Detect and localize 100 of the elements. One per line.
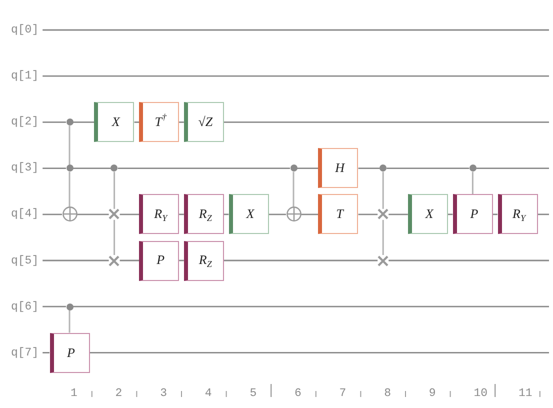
wire bbox=[42, 214, 62, 216]
wire bbox=[42, 260, 109, 262]
wire bbox=[42, 122, 66, 123]
wire bbox=[179, 122, 184, 123]
gate-label: H bbox=[335, 161, 344, 176]
wire bbox=[73, 122, 94, 123]
qubit-label: q[3] bbox=[11, 162, 39, 174]
gate-label: P bbox=[67, 346, 75, 360]
gate-box bbox=[50, 332, 90, 373]
gate-label: √Z bbox=[198, 115, 213, 130]
gate-label: R$_{Z}$ bbox=[198, 253, 212, 268]
wire bbox=[224, 260, 378, 262]
gate-box bbox=[318, 194, 358, 234]
gate-label: X bbox=[112, 115, 120, 130]
qubit-label: q[1] bbox=[11, 70, 39, 82]
column-number: 7 bbox=[339, 388, 346, 400]
wire bbox=[179, 214, 184, 216]
gate-label: R$_{Y}$ bbox=[512, 207, 526, 222]
qubit-label: q[4] bbox=[11, 208, 39, 220]
qubit-label: q[2] bbox=[11, 116, 39, 128]
wire bbox=[448, 214, 453, 216]
qubit-label: q[7] bbox=[11, 346, 39, 358]
wire bbox=[42, 168, 66, 169]
control-line bbox=[114, 220, 116, 255]
column-number: 3 bbox=[160, 388, 167, 400]
control-line bbox=[68, 172, 70, 207]
control-dot-icon bbox=[469, 164, 476, 172]
wire bbox=[386, 168, 470, 169]
wire bbox=[42, 75, 549, 77]
gate-box bbox=[408, 194, 448, 234]
column-number: 1 bbox=[70, 388, 78, 400]
gate-box bbox=[228, 194, 269, 234]
control-dot-icon bbox=[66, 118, 73, 126]
control-dot-icon bbox=[66, 303, 73, 310]
wire bbox=[118, 168, 290, 169]
wire bbox=[90, 352, 549, 354]
qubit-label: q[5] bbox=[11, 254, 39, 266]
column-number: 9 bbox=[428, 388, 436, 400]
control-line bbox=[382, 172, 384, 209]
control-dot-icon bbox=[110, 164, 118, 172]
wire bbox=[42, 306, 66, 308]
wire bbox=[301, 214, 318, 216]
cross-mark-icon bbox=[108, 255, 120, 266]
wire bbox=[358, 214, 378, 216]
control-line bbox=[68, 310, 70, 333]
wire bbox=[134, 122, 140, 123]
wire bbox=[73, 168, 111, 169]
wire bbox=[388, 260, 549, 262]
wire bbox=[492, 214, 498, 216]
column-number: 5 bbox=[250, 388, 257, 400]
gate-box bbox=[94, 102, 134, 142]
gate-box bbox=[139, 194, 180, 234]
column-number: 11 bbox=[518, 388, 532, 400]
cross-mark-icon bbox=[378, 208, 389, 220]
wire bbox=[42, 352, 50, 354]
control-line bbox=[472, 172, 474, 194]
gate-box bbox=[139, 102, 180, 142]
wire bbox=[538, 214, 549, 216]
gate-box bbox=[139, 240, 180, 280]
gate-box bbox=[498, 194, 538, 234]
wire bbox=[120, 260, 140, 262]
cross-mark-icon bbox=[108, 208, 120, 220]
gate-box bbox=[452, 194, 493, 234]
wire bbox=[388, 214, 408, 216]
gate-box bbox=[318, 148, 358, 188]
wire bbox=[297, 168, 318, 169]
circled-plus-icon bbox=[62, 206, 77, 222]
wire bbox=[42, 29, 549, 31]
wire bbox=[224, 214, 229, 216]
wire bbox=[120, 214, 140, 216]
control-line bbox=[292, 172, 294, 207]
control-line bbox=[114, 172, 116, 209]
circled-plus-icon bbox=[286, 206, 301, 222]
control-dot-icon bbox=[66, 164, 73, 172]
column-number: 6 bbox=[294, 388, 302, 400]
column-number: 4 bbox=[204, 388, 212, 400]
wire bbox=[224, 122, 549, 123]
gate-box bbox=[184, 240, 224, 280]
column-number: 8 bbox=[384, 388, 391, 400]
control-dot-icon bbox=[290, 164, 297, 172]
gate-label: P bbox=[156, 253, 165, 268]
gate-label: R$_{Y}$ bbox=[154, 207, 168, 222]
gate-box bbox=[184, 194, 224, 234]
gate-label: X bbox=[246, 207, 254, 222]
gate-label: X bbox=[425, 207, 434, 222]
wire bbox=[476, 168, 549, 169]
control-line bbox=[382, 220, 384, 255]
gate-label: R$_{Z}$ bbox=[198, 207, 212, 222]
wire bbox=[358, 168, 380, 169]
wire bbox=[77, 214, 109, 216]
gate-label: P bbox=[470, 207, 478, 222]
column-number: 10 bbox=[474, 388, 488, 400]
control-line bbox=[68, 126, 70, 165]
gate-label: T$^{†}$ bbox=[154, 115, 166, 130]
wire bbox=[73, 306, 549, 308]
wire bbox=[268, 214, 286, 216]
qubit-label: q[6] bbox=[11, 300, 39, 312]
cross-mark-icon bbox=[378, 255, 389, 266]
control-dot-icon bbox=[380, 164, 387, 172]
gate-box bbox=[184, 102, 224, 142]
